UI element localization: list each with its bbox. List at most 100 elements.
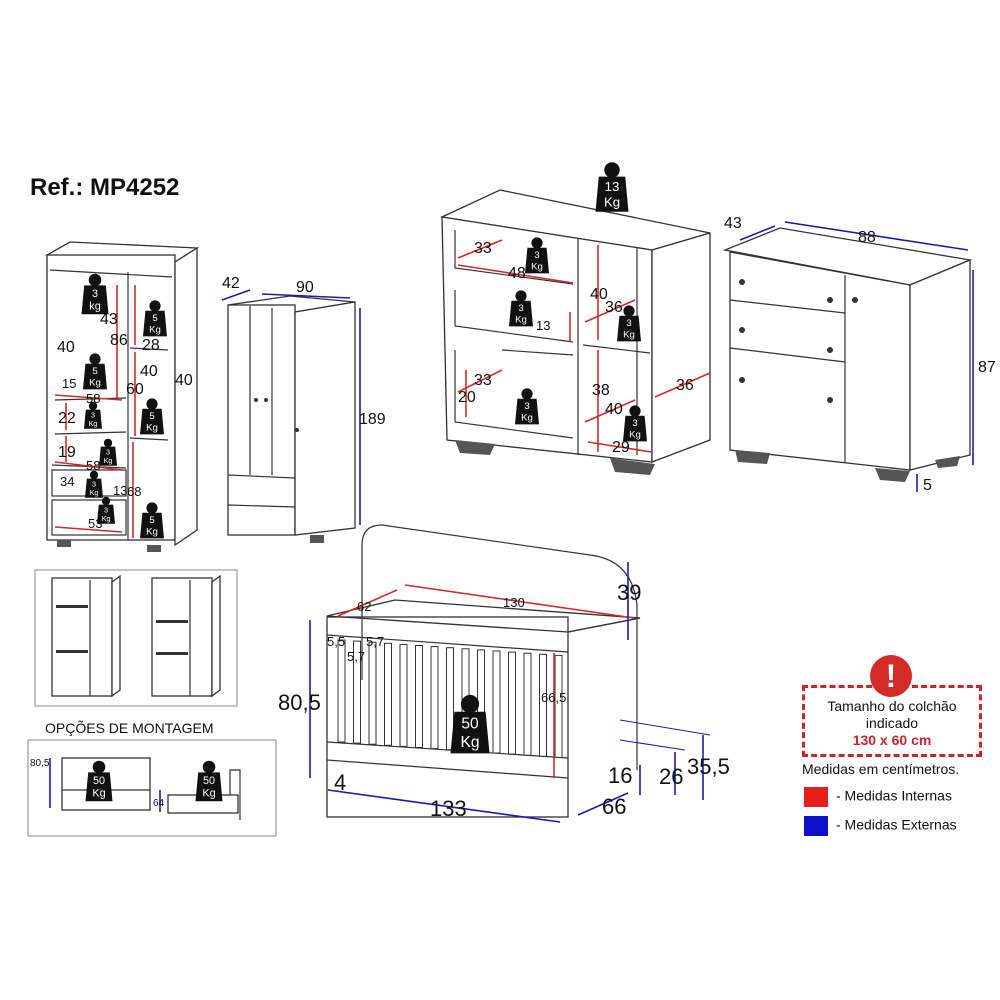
- dim-label: 48: [508, 265, 526, 282]
- wardrobe-open-drawing: [44, 241, 200, 552]
- weight-label: Kg: [146, 422, 158, 433]
- dim-label: 33: [474, 240, 492, 257]
- dim-label: 29: [612, 439, 630, 456]
- weight-label: Kg: [104, 456, 113, 465]
- crib-slat: [539, 653, 547, 757]
- legend-external-label: - Medidas Externas: [836, 816, 957, 833]
- dim-label: 33: [474, 372, 492, 389]
- crib-slat: [446, 647, 454, 751]
- crib-slat: [430, 646, 439, 750]
- wardrobe-width-label: 90: [296, 279, 314, 296]
- weight-label: 50: [203, 775, 215, 787]
- weight-icon: 5Kg: [83, 353, 107, 390]
- dim-label: 22: [58, 410, 76, 427]
- weight-icon: 3Kg: [97, 496, 115, 524]
- weight-label: 3: [91, 410, 95, 419]
- crib-dimensions: 130 62 39 5,5 5,7 5,7 66,5 80,5 4 133 66…: [278, 580, 730, 821]
- bed-option-height-label: 64: [153, 798, 165, 809]
- weight-icon: 3Kg: [84, 401, 102, 429]
- weight-label: Kg: [102, 514, 111, 523]
- legend-internal-label: - Medidas Internas: [836, 787, 952, 804]
- mattress-line2: indicado: [865, 715, 919, 731]
- crib-inner-width-label: 62: [357, 599, 371, 614]
- dim-label: 86: [110, 332, 128, 349]
- assembly-options-wardrobes: [34, 569, 238, 707]
- crib-height-label: 80,5: [278, 690, 321, 715]
- wardrobe-closed-drawing: [221, 289, 361, 543]
- crib-h26-label: 26: [659, 764, 683, 789]
- weight-label: 13: [605, 179, 620, 194]
- weight-label: Kg: [531, 261, 543, 272]
- dim-label: 40: [140, 363, 158, 380]
- weight-label: 3: [104, 505, 108, 514]
- crib-inner-height-label: 66,5: [541, 690, 566, 705]
- weight-icon: 3Kg: [509, 290, 533, 327]
- dim-label: 34: [60, 474, 74, 489]
- weight-label: Kg: [89, 377, 101, 388]
- dim-label: 43: [100, 311, 118, 328]
- crib-slat: [368, 641, 377, 745]
- weight-label: Kg: [515, 314, 527, 325]
- weight-label: kg: [89, 301, 100, 313]
- weight-label: 5: [149, 515, 154, 526]
- dim-label: 20: [458, 389, 476, 406]
- wardrobe-open-dimensions: 43 86 28 40 40 40 15 58 60 22 19 58 34 1…: [57, 311, 193, 531]
- dim-label: 28: [142, 337, 160, 354]
- crib-gap-label: 5,5: [327, 634, 345, 649]
- legend-internal: - Medidas Internas: [804, 787, 952, 807]
- weight-label: 3: [518, 303, 523, 314]
- crib-slats: [337, 639, 563, 758]
- wardrobe-depth-label: 42: [222, 275, 240, 292]
- crib-base-label: 4: [334, 770, 346, 795]
- weight-label: 5: [149, 411, 154, 422]
- weight-label: Kg: [149, 324, 161, 335]
- crib-gap-label: 5,7: [347, 649, 365, 664]
- dim-label: 58: [86, 458, 100, 473]
- weight-label: Kg: [202, 788, 215, 800]
- crib-slat: [492, 650, 501, 754]
- dim-label: 40: [590, 286, 608, 303]
- weight-label: 5: [92, 366, 97, 377]
- crib-option-height-label: 80,5: [30, 758, 50, 769]
- weight-icon: 3Kg: [99, 438, 117, 466]
- red-swatch-icon: [804, 787, 828, 807]
- weight-label: 3: [524, 401, 529, 412]
- crib-h35-label: 35,5: [687, 754, 730, 779]
- crib-inner-length-label: 130: [503, 595, 525, 610]
- crib-slat: [554, 654, 563, 758]
- shirt-weight-icon: 3kg: [81, 273, 109, 315]
- weight-icon: 3Kg: [617, 305, 641, 342]
- weight-icon: 5Kg: [140, 398, 164, 435]
- crib-length-label: 133: [430, 796, 467, 821]
- dresser-depth-label: 43: [724, 215, 742, 232]
- weight-label: Kg: [629, 429, 641, 440]
- dim-label: 15: [62, 376, 76, 391]
- crib-slat: [523, 652, 532, 756]
- crib-slat: [508, 651, 516, 755]
- crib-dimension-lines: [309, 562, 711, 823]
- weight-label: 3: [92, 288, 98, 300]
- weight-label: Kg: [604, 194, 620, 209]
- crib-h16-label: 16: [608, 763, 632, 788]
- wardrobe-height-label: 189: [359, 411, 386, 428]
- mattress-line1: Tamanho do colchão: [827, 698, 957, 714]
- legend-external: - Medidas Externas: [804, 816, 957, 836]
- blue-swatch-icon: [804, 816, 828, 836]
- weight-label: Kg: [92, 788, 105, 800]
- weight-label: 5: [152, 313, 157, 324]
- mattress-size: 130 x 60 cm: [852, 732, 932, 748]
- dim-label: 13: [536, 318, 550, 333]
- crib-slat: [337, 639, 346, 743]
- crib-headboard-label: 39: [617, 580, 641, 605]
- weight-label: 3: [92, 479, 96, 488]
- weight-label: Kg: [521, 412, 533, 423]
- reference-title: Ref.: MP4252: [30, 174, 180, 201]
- weight-icon: 3Kg: [525, 237, 549, 274]
- weight-label: 3: [534, 250, 539, 261]
- weight-icon: 5Kg: [140, 502, 164, 539]
- dresser-closed-drawing: [722, 221, 974, 492]
